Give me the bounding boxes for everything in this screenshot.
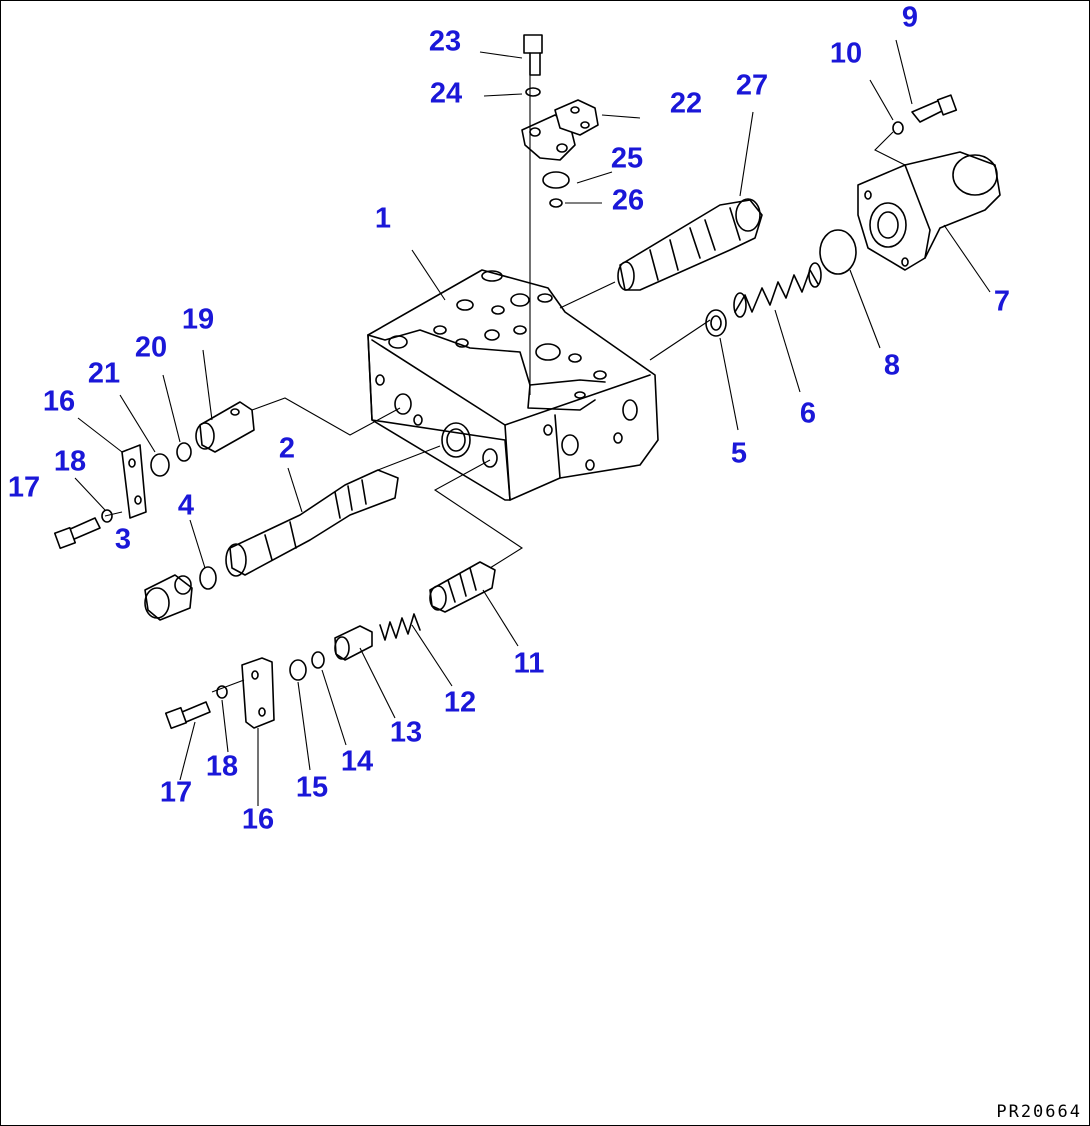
callout-10: 10: [829, 37, 863, 70]
washer-part-24: [525, 87, 541, 97]
callout-3: 3: [114, 523, 132, 556]
plate-part-16-lower: [241, 657, 275, 729]
shim-part-5: [705, 309, 727, 337]
o-ring-part-20: [176, 442, 192, 462]
o-ring-part-4: [199, 566, 217, 590]
solenoid-part-27: [617, 198, 763, 291]
valve-body-part-1: [367, 269, 659, 501]
retainer-part-13: [334, 625, 373, 661]
callout-20: 20: [134, 331, 168, 364]
callout-13: 13: [389, 716, 423, 749]
callout-16-upper: 16: [42, 385, 76, 418]
spring-part-12: [379, 613, 421, 641]
callout-26: 26: [611, 184, 645, 217]
ring-part-15: [289, 659, 307, 681]
spring-part-6: [733, 262, 822, 318]
cover-part-7: [857, 151, 1001, 271]
bolt-part-9: [911, 94, 958, 123]
washer-part-18-upper: [101, 509, 113, 523]
callout-18-lower: 18: [205, 750, 239, 783]
o-ring-part-26: [549, 198, 563, 208]
piston-part-11: [429, 561, 496, 613]
drawing-code: PR20664: [996, 1102, 1082, 1122]
bolt-part-23: [523, 34, 543, 76]
bolt-part-17-upper: [53, 517, 101, 550]
o-ring-part-14: [311, 651, 325, 669]
callout-4: 4: [177, 489, 195, 522]
callout-25: 25: [610, 142, 644, 175]
callout-19: 19: [181, 303, 215, 336]
callout-15: 15: [295, 771, 329, 804]
callout-23: 23: [428, 25, 462, 58]
plate-part-16-upper: [121, 444, 147, 519]
callout-16-lower: 16: [241, 803, 275, 836]
callout-18-upper: 18: [53, 445, 87, 478]
callout-8: 8: [883, 349, 901, 382]
callout-21: 21: [87, 357, 121, 390]
callout-9: 9: [901, 1, 919, 34]
callout-1: 1: [374, 202, 392, 235]
callout-17-lower: 17: [159, 776, 193, 809]
plug-part-3: [144, 574, 193, 621]
callout-17-upper: 17: [7, 471, 41, 504]
o-ring-part-8: [819, 229, 857, 275]
washer-part-21: [150, 453, 170, 477]
callout-14: 14: [340, 745, 374, 778]
leader-lines: [74, 39, 991, 806]
callout-12: 12: [443, 686, 477, 719]
callout-6: 6: [799, 397, 817, 430]
bushing-part-25: [542, 171, 570, 189]
bolt-part-17-lower: [164, 701, 211, 730]
washer-part-18-lower: [216, 685, 228, 699]
bracket-part-22: [521, 99, 599, 161]
callout-2: 2: [278, 432, 296, 465]
callout-7: 7: [993, 285, 1011, 318]
spool-part-2: [225, 469, 399, 577]
callout-11: 11: [513, 647, 545, 680]
washer-part-10: [892, 121, 904, 135]
callout-27: 27: [735, 69, 769, 102]
callout-5: 5: [730, 437, 748, 470]
callout-22: 22: [669, 87, 703, 120]
callout-24: 24: [429, 77, 463, 110]
plug-part-19: [195, 401, 255, 453]
